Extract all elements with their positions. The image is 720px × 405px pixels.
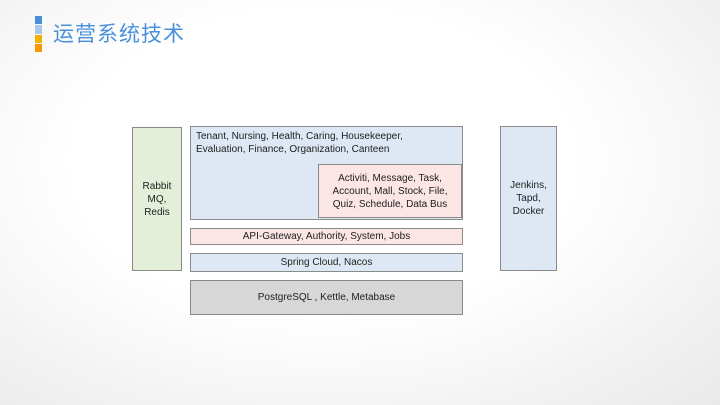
common-services-label: Activiti, Message, Task, Account, Mall, … bbox=[332, 172, 448, 210]
logo-bar-segment bbox=[35, 25, 42, 34]
gateway-layer-label: API-Gateway, Authority, System, Jobs bbox=[242, 231, 411, 242]
message-queue-box: Rabbit MQ, Redis bbox=[132, 127, 182, 271]
data-layer-box: PostgreSQL , Kettle, Metabase bbox=[190, 280, 463, 315]
logo-bar-segment bbox=[35, 44, 42, 52]
framework-layer-label: Spring Cloud, Nacos bbox=[280, 257, 373, 268]
logo-bar-segment bbox=[35, 16, 42, 24]
framework-layer-box: Spring Cloud, Nacos bbox=[190, 253, 463, 272]
devops-tools-label: Jenkins, Tapd, Docker bbox=[510, 180, 547, 217]
logo-bar-segment bbox=[35, 35, 42, 43]
message-queue-label: Rabbit MQ, Redis bbox=[142, 180, 172, 218]
common-services-box: Activiti, Message, Task, Account, Mall, … bbox=[318, 164, 462, 218]
logo-bars-icon bbox=[35, 16, 42, 52]
devops-tools-box: Jenkins, Tapd, Docker bbox=[500, 126, 557, 271]
slide-title: 运营系统技术 bbox=[53, 22, 185, 46]
business-apps-label: Tenant, Nursing, Health, Caring, Houseke… bbox=[196, 131, 403, 155]
gateway-layer-box: API-Gateway, Authority, System, Jobs bbox=[190, 228, 463, 245]
data-layer-label: PostgreSQL , Kettle, Metabase bbox=[257, 292, 396, 303]
